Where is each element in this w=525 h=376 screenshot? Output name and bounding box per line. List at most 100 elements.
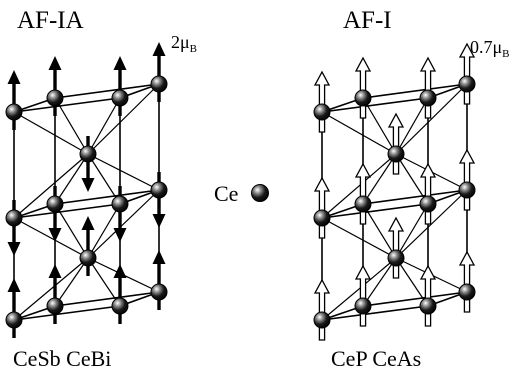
moment-label-af-i: 0.7μB [470,38,510,60]
spin-arrow-head [81,178,95,192]
moment-sub-af-ia: B [189,43,197,55]
ce-atom [150,283,168,301]
bond [395,83,468,155]
spin-arrow-head [81,216,95,230]
bond [395,257,429,307]
ce-atom [419,297,437,315]
bond [87,153,121,205]
atoms [5,75,168,329]
bond [395,189,468,259]
bond [362,83,468,99]
spin-arrow-hollow [458,42,476,105]
spin-arrow-hollow [458,250,476,313]
bond [13,97,121,113]
panel-title-af-i: AF-I [343,7,392,34]
spin-arrow-hollow [419,56,437,119]
spins [313,42,476,341]
atoms [313,75,476,329]
compounds-af-ia: CeSb CeBi [13,346,112,371]
ce-atom [5,311,23,329]
moment-sub-af-i: B [502,48,510,60]
spin-arrow-hollow [313,176,331,239]
lattice-af-i [313,42,476,341]
bond [362,189,468,205]
spin-arrow-hollow [354,264,372,327]
panel-title-af-ia: AF-IA [17,7,84,34]
bond [54,83,160,99]
ce-atom [354,297,372,315]
bond [362,203,397,259]
ce-atom [354,89,372,107]
spin-arrow-head [7,242,21,256]
ce-atom [387,249,405,267]
ce-atom [313,311,331,329]
ce-atom [419,195,437,213]
spin-arrow-head [152,250,166,264]
ce-atom [387,145,405,163]
bond [87,257,121,307]
spin-arrow-hollow [387,112,405,175]
ce-atom [46,195,64,213]
ce-atom [354,195,372,213]
spin-arrow-hollow [313,278,331,341]
bond [395,97,429,155]
compounds-af-i: CeP CeAs [331,346,422,371]
moment-value-af-i: 0.7μ [470,37,503,57]
spin-arrow-hollow [313,70,331,133]
lattice-bonds [13,83,160,321]
bond [87,97,121,155]
bond [395,203,429,259]
bond [362,97,397,155]
spin-arrow-hollow [354,162,372,225]
bond [13,257,89,321]
bond [362,153,397,205]
bond [321,111,397,155]
bond [395,153,429,205]
ce-atom [79,145,97,163]
spin-arrow-head [7,278,21,292]
spin-arrow-head [48,56,62,70]
bond [321,153,397,219]
ce-atom [419,89,437,107]
ce-atom [111,89,129,107]
spin-arrow-hollow [419,162,437,225]
legend [251,184,269,202]
spin-arrow-head [48,228,62,242]
ce-atom [46,89,64,107]
lattice-af-ia [5,42,168,338]
legend-ce-label: Ce [214,181,239,206]
spin-arrow-hollow [354,56,372,119]
spin-arrow-head [48,264,62,278]
bond [13,111,89,155]
ce-atom [458,181,476,199]
bond [54,153,89,205]
ce-atom-icon [251,184,269,202]
ce-atom [313,103,331,121]
ce-atom [5,103,23,121]
ce-atom [150,181,168,199]
spin-arrow-head [7,70,21,84]
ce-atom [46,297,64,315]
bond [54,203,89,259]
bond [87,83,160,155]
ce-atom [5,209,23,227]
bond [87,203,121,259]
bond [321,217,397,259]
ce-atom [313,209,331,227]
bond [54,97,89,155]
ce-atom [79,249,97,267]
spin-arrow-hollow [458,148,476,211]
ce-atom [458,283,476,301]
moment-value-af-ia: 2μ [171,32,190,52]
bond [13,217,89,259]
bond [54,291,160,307]
bond [321,97,429,113]
bond [13,203,121,219]
ce-atom [111,297,129,315]
spin-arrow-head [113,264,127,278]
bond [321,257,397,321]
bond [321,305,429,321]
spin-arrow-head [113,228,127,242]
bond [87,189,160,259]
